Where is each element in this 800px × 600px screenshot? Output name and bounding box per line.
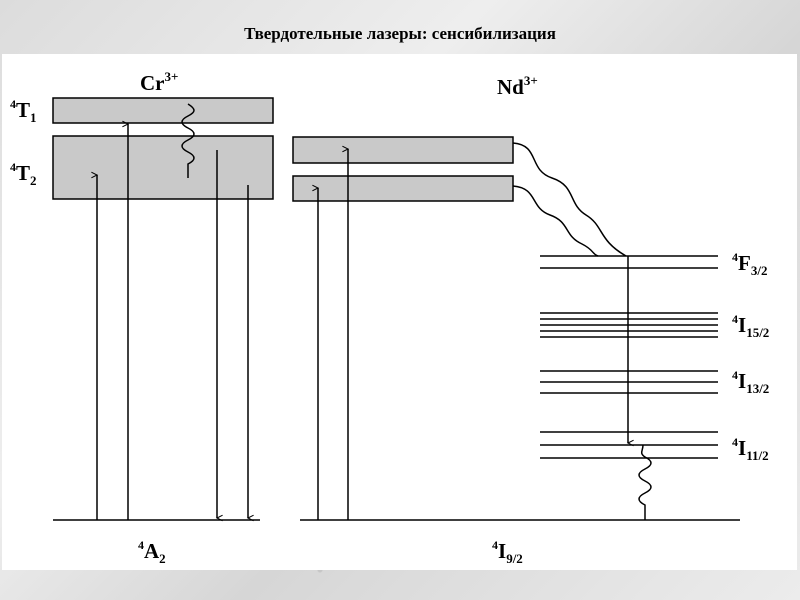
label-cr-4t2: 4T2 [10,160,37,188]
cr-charge: 3+ [165,69,179,84]
label-nd-4f32: 4F3/2 [732,250,767,278]
label-nd-4i112: 4I11/2 [732,435,769,463]
nd-relaxation-wavy-lower [512,185,599,257]
nd-4i112-level [540,431,718,459]
nd-4i152-level [540,312,718,338]
ion-label-cr: Cr3+ [140,69,178,95]
nd-4f32-level [540,255,718,269]
label-nd-4i92: 4I9/2 [492,538,523,566]
nd-upper-pump-band [292,136,514,164]
label-cr-4t1: 4T1 [10,97,37,125]
label-nd-4i152: 4I15/2 [732,312,769,340]
cr-4t1-band [52,97,274,124]
nd-symbol: Nd [497,75,524,99]
label-cr-4a2: 4A2 [138,538,166,566]
cr-nonradiative-wavy [181,103,195,178]
nd-charge: 3+ [524,73,538,88]
cr-symbol: Cr [140,71,165,95]
nd-4i132-level [540,370,718,394]
ion-label-nd: Nd3+ [497,73,538,99]
cr-4t2-band [52,135,274,200]
nd-lower-pump-band [292,175,514,202]
nd-relaxation-wavy-upper [512,142,627,257]
label-nd-4i132: 4I13/2 [732,368,769,396]
slide-title: Твердотельные лазеры: сенсибилизация [244,24,556,43]
nd-ground-relaxation-wavy [638,444,652,520]
